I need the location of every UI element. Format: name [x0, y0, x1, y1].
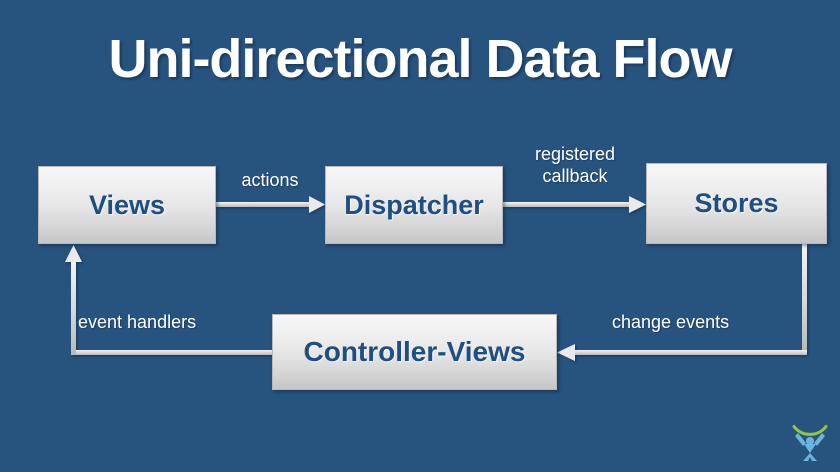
edge-label-change-events: change events: [612, 312, 730, 332]
page-title: Uni-directional Data Flow: [108, 29, 732, 89]
arrow-controller-to-views: [65, 245, 274, 355]
arrow-dispatcher-to-stores: [503, 196, 646, 213]
node-stores[interactable]: Stores: [646, 163, 827, 244]
node-views[interactable]: Views: [38, 166, 216, 244]
edge-label-line1: registered: [534, 144, 616, 164]
edge-label-event-handlers: event handlers: [78, 312, 197, 332]
arrow-views-to-dispatcher: [216, 196, 325, 213]
person-with-arc-logo: [792, 425, 828, 461]
edge-label-line2: callback: [542, 166, 608, 186]
node-dispatcher[interactable]: Dispatcher: [325, 166, 503, 244]
node-controller-views[interactable]: Controller-Views: [272, 314, 557, 390]
edge-label-actions: actions: [241, 170, 299, 190]
arrow-stores-to-controller: [557, 244, 807, 361]
